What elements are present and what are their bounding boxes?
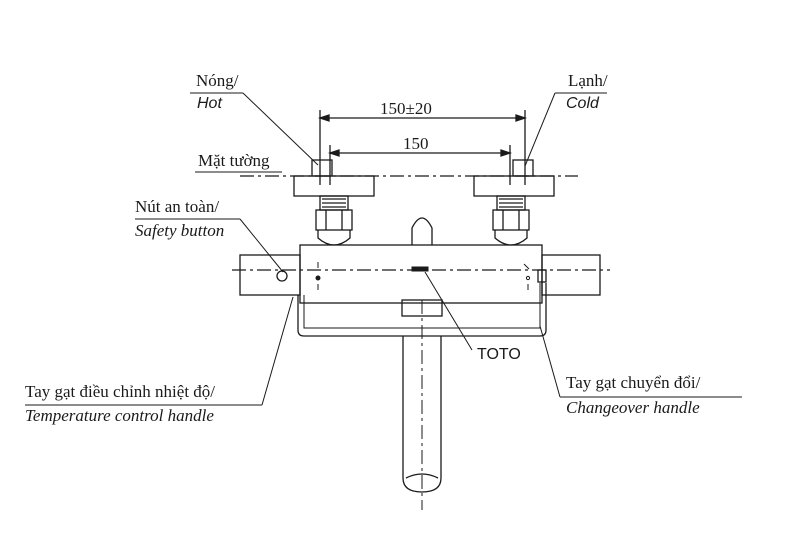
dimension-inner-label: 150 <box>403 134 429 153</box>
safety-button-label-vi: Nút an toàn/ <box>135 197 220 216</box>
top-knob <box>411 217 433 245</box>
safety-button-label-en: Safety button <box>135 221 225 240</box>
wall-label: Mặt tường <box>198 151 270 170</box>
changeover-handle-label-en: Changeover handle <box>566 398 700 417</box>
brand-label: TOTO <box>477 346 521 363</box>
dimension-outer-label: 150±20 <box>380 99 432 118</box>
hot-label-vi: Nóng/ <box>196 71 239 90</box>
changeover-handle-label-vi: Tay gạt chuyển đổi/ <box>566 373 701 392</box>
hot-label-en: Hot <box>197 95 222 112</box>
safety-button-mark <box>276 270 288 282</box>
hot-inlet <box>293 159 375 246</box>
cold-inlet <box>473 159 555 246</box>
temperature-handle-label-vi: Tay gạt điều chỉnh nhiệt độ/ <box>25 382 216 401</box>
dimension-150-20 <box>317 110 528 185</box>
leader-lines <box>25 92 742 406</box>
cold-label-vi: Lạnh/ <box>568 71 608 90</box>
temperature-lever <box>401 299 443 510</box>
temperature-handle-label-en: Temperature control handle <box>25 406 214 425</box>
body-markings <box>315 262 531 290</box>
cold-label-en: Cold <box>566 95 599 112</box>
mixer-body <box>232 244 610 304</box>
dimension-150 <box>327 145 513 185</box>
